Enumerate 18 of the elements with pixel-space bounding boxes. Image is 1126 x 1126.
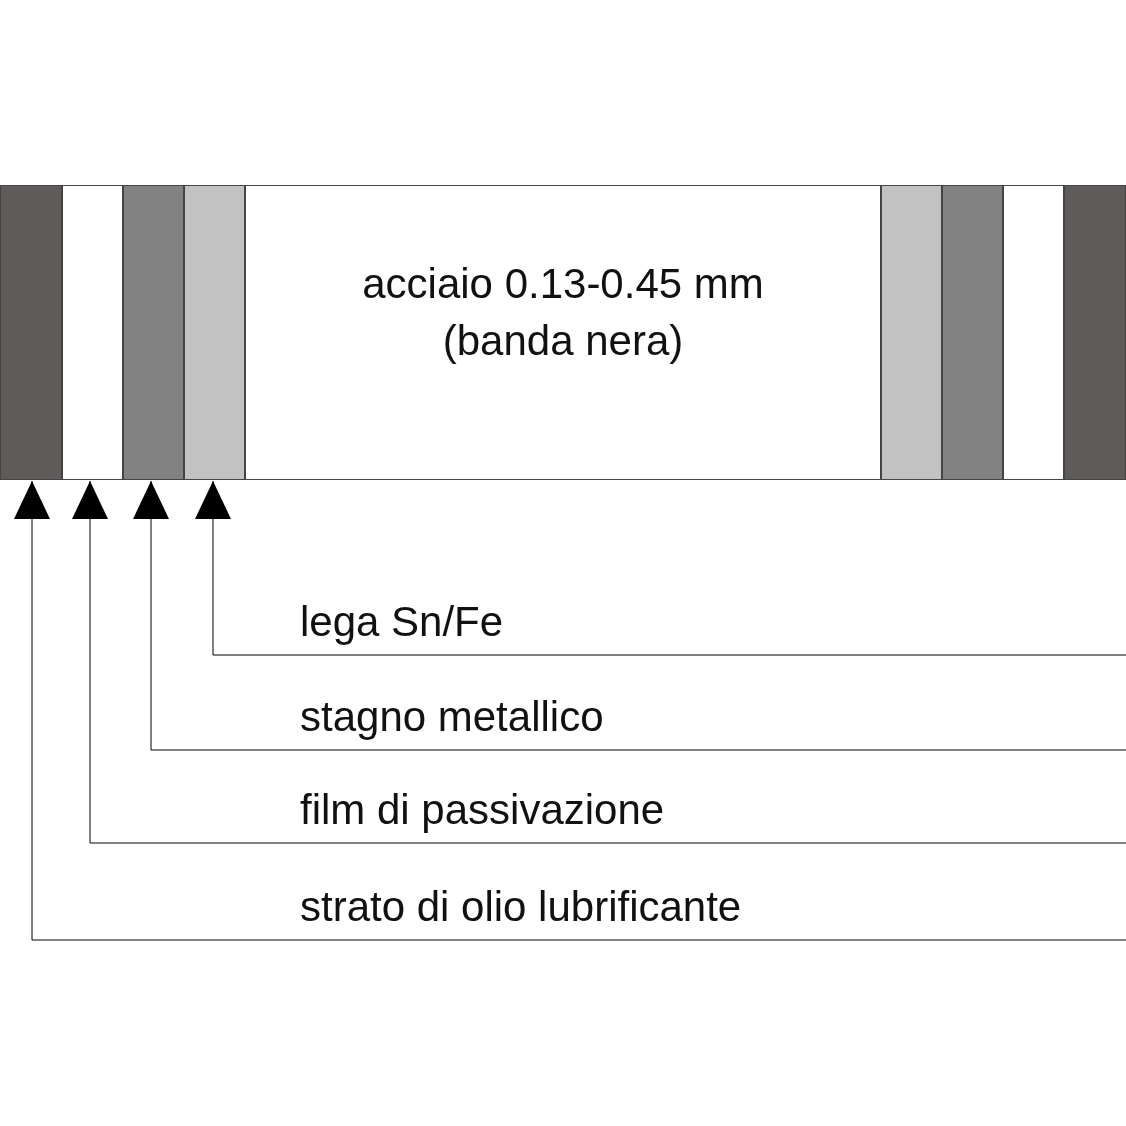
coating-layer <box>62 185 123 480</box>
coating-layer <box>881 185 942 480</box>
coating-layer <box>0 185 62 480</box>
layer-label: film di passivazione <box>300 789 665 843</box>
coating-layer <box>184 185 245 480</box>
coating-layer <box>1064 185 1126 480</box>
layer-label: stagno metallico <box>300 696 604 750</box>
leader-arrow <box>72 480 301 844</box>
leader-arrow <box>133 480 301 751</box>
leader-arrow <box>195 480 301 656</box>
layer-label: acciaio 0.13-0.45 mm (banda nera) <box>361 258 765 366</box>
coating-layer <box>942 185 1003 480</box>
coating-layer <box>123 185 184 480</box>
leader-arrow <box>14 480 301 941</box>
steel-layer <box>245 185 881 480</box>
coating-layer <box>1003 185 1064 480</box>
layer-label: strato di olio lubrificante <box>300 886 742 940</box>
layer-label: lega Sn/Fe <box>300 601 504 655</box>
